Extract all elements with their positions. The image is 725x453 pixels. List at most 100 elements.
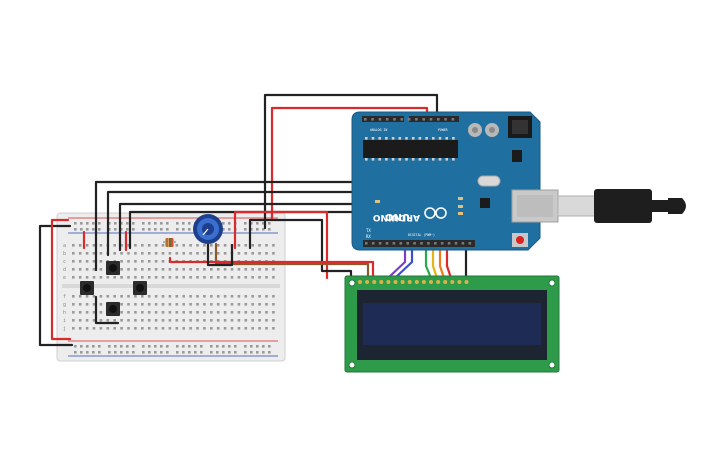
terminal-hole (99, 303, 103, 306)
chip-pin (425, 158, 428, 161)
terminal-hole (85, 244, 89, 247)
lcd-pin (393, 280, 398, 284)
terminal-hole (127, 252, 130, 255)
rail-hole (132, 228, 135, 231)
lcd-pin (421, 280, 426, 284)
terminal-hole (85, 252, 89, 255)
rail-hole (234, 351, 237, 354)
regulator (512, 150, 522, 162)
terminal-hole (258, 244, 261, 247)
terminal-hole (265, 303, 268, 306)
lcd-pin (429, 280, 433, 284)
terminal-hole (147, 268, 151, 271)
row-letter: a (63, 243, 66, 249)
lcd-pin (372, 280, 377, 284)
rail-hole (86, 228, 89, 231)
rail-hole (188, 345, 191, 348)
rail-hole (228, 351, 231, 354)
lcd-pin (407, 280, 412, 284)
lcd-display[interactable] (344, 275, 560, 373)
rail-hole (176, 222, 179, 225)
terminal-hole (258, 268, 261, 271)
wire-left-button-down[interactable] (94, 295, 120, 325)
terminal-hole (147, 252, 151, 255)
terminal-hole (196, 244, 199, 247)
wire-pot-red[interactable] (233, 210, 329, 280)
terminal-hole (272, 268, 275, 271)
terminal-hole (85, 303, 89, 306)
terminal-hole (203, 252, 206, 255)
terminal-hole (244, 311, 248, 314)
push-button-bottom[interactable] (106, 302, 120, 316)
terminal-hole (154, 268, 158, 271)
wire-contrast-black[interactable] (206, 241, 234, 267)
wire-pot-black[interactable] (248, 218, 353, 280)
rail-hole (176, 345, 179, 348)
terminal-hole (265, 268, 268, 271)
terminal-hole (78, 252, 82, 255)
wire-pot-wiper[interactable] (214, 242, 370, 280)
terminal-hole (72, 319, 75, 322)
rail-hole (148, 228, 151, 231)
status-leds (375, 197, 463, 215)
header-power (409, 116, 459, 122)
chip-pin (418, 158, 422, 161)
terminal-hole (251, 311, 254, 314)
row-letter: b (63, 251, 66, 257)
terminal-hole (189, 268, 192, 271)
terminal-hole (223, 268, 227, 271)
wire-lcd-yellow[interactable] (431, 246, 439, 280)
wire-gnd-top-loop[interactable] (263, 93, 439, 230)
terminal-hole (120, 295, 123, 298)
terminal-hole (182, 319, 185, 322)
terminal-hole (175, 295, 179, 298)
push-button-left[interactable] (80, 281, 94, 295)
usb-cable[interactable] (511, 189, 686, 223)
rail-hole (234, 345, 237, 348)
terminal-hole (265, 252, 268, 255)
terminal-hole (244, 244, 248, 247)
terminal-hole (113, 252, 116, 255)
wire-rs-red[interactable] (168, 256, 375, 280)
terminal-hole (134, 252, 137, 255)
wire-lcd-purple[interactable] (386, 246, 407, 280)
rail-hole (74, 228, 77, 231)
terminal-hole (134, 244, 137, 247)
chip-pin (385, 158, 388, 161)
terminal-hole (251, 268, 254, 271)
terminal-hole (182, 327, 185, 330)
header-pin-hole (378, 118, 382, 121)
terminal-hole (244, 268, 248, 271)
reset-button[interactable] (512, 233, 528, 247)
terminal-hole (106, 319, 110, 322)
rail-hole (80, 228, 83, 231)
arduino-uno[interactable]: ARDUINO UNO POWER ANALOG IN DIGITAL (PWM… (351, 111, 541, 251)
wire-lcd-blue[interactable] (393, 246, 414, 280)
wire-left-5v[interactable] (50, 218, 72, 341)
resistor[interactable] (163, 238, 176, 247)
header-pin-hole (444, 118, 447, 121)
push-button-top[interactable] (106, 261, 120, 275)
terminal-hole (141, 295, 144, 298)
terminal-hole (99, 311, 103, 314)
terminal-hole (134, 260, 137, 263)
terminal-hole (175, 268, 179, 271)
terminal-holes (72, 244, 275, 330)
terminal-hole (168, 303, 172, 306)
potentiometer[interactable] (193, 214, 223, 244)
wire-lcd-orange[interactable] (438, 246, 446, 280)
terminal-hole (168, 268, 172, 271)
push-button-right[interactable] (133, 281, 147, 295)
header-digital-label: DIGITAL (PWM~) (408, 233, 435, 237)
terminal-hole (120, 303, 123, 306)
terminal-hole (223, 295, 227, 298)
wire-lcd-red2[interactable] (445, 246, 453, 280)
terminal-hole (85, 311, 89, 314)
usb-plug-metal (557, 195, 597, 217)
lcd-pin (400, 280, 405, 284)
rail-hole (166, 222, 169, 225)
analog-pin-holes (364, 118, 455, 121)
wire-lcd-green[interactable] (424, 246, 433, 280)
wire-left-gnd[interactable] (38, 224, 74, 347)
rail-hole (256, 351, 259, 354)
